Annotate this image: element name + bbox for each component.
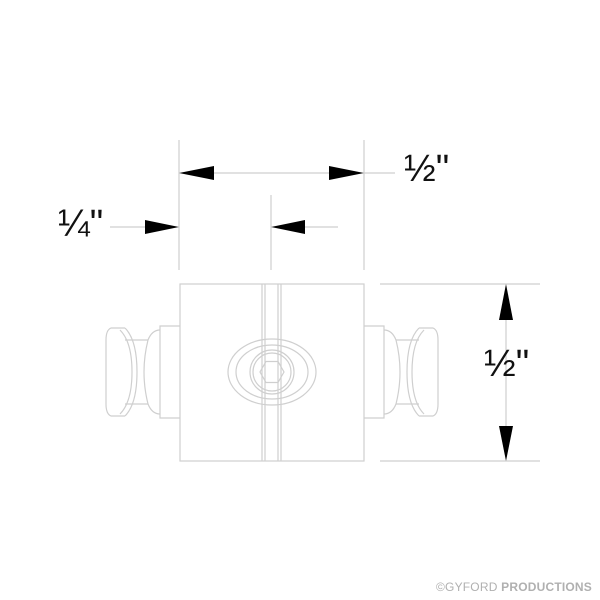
right-spool bbox=[364, 325, 439, 419]
copyright-watermark: ©GYFORD PRODUCTIONS bbox=[436, 580, 592, 594]
connector-body bbox=[179, 283, 365, 462]
dimension-label-top-width: ½" bbox=[404, 148, 450, 190]
arrow-height-down-icon bbox=[499, 426, 513, 461]
left-spool bbox=[105, 325, 180, 419]
arrow-quarter-right-icon bbox=[271, 220, 305, 234]
arrow-top-right-icon bbox=[329, 166, 364, 180]
arrow-quarter-left-icon bbox=[145, 220, 179, 234]
screw-head bbox=[249, 349, 295, 395]
arrow-height-up-icon bbox=[499, 284, 513, 320]
dimension-label-left-offset: ¼" bbox=[58, 203, 104, 245]
arrow-top-left-icon bbox=[179, 166, 214, 180]
hex-socket-icon bbox=[259, 360, 285, 384]
screw-outer-ring bbox=[227, 338, 317, 406]
copyright-symbol: © bbox=[435, 580, 446, 594]
screw-middle-ring bbox=[235, 344, 309, 400]
screw-inner-rim bbox=[252, 352, 292, 392]
watermark-brand: GYFORD bbox=[445, 580, 498, 594]
dimension-label-right-height: ½" bbox=[484, 343, 530, 385]
watermark-suffix: PRODUCTIONS bbox=[501, 580, 592, 594]
